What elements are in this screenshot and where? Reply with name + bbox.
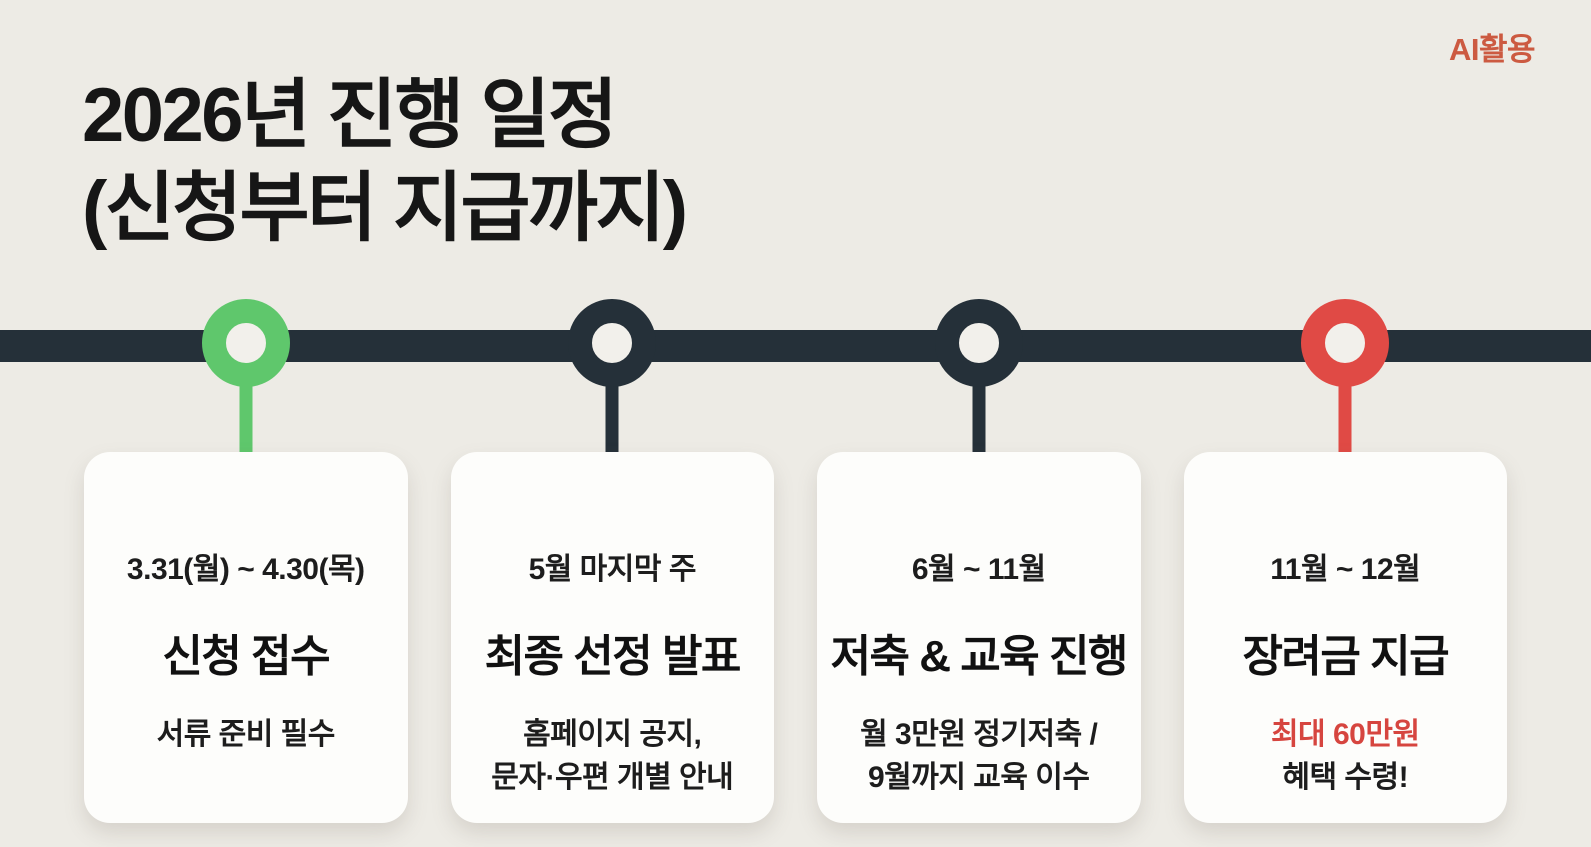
timeline-node-slot <box>817 280 1141 452</box>
timeline-node-announcement <box>568 280 657 452</box>
timeline-node-slot <box>451 280 775 452</box>
card-description: 홈페이지 공지, 문자·우편 개별 안내 <box>491 714 733 799</box>
card-description: 서류 준비 필수 <box>156 714 336 757</box>
card-title: 저축 & 교육 진행 <box>830 632 1129 681</box>
timeline-cards: 3.31(월) ~ 4.30(목) 신청 접수 서류 준비 필수 5월 마지막 … <box>0 452 1591 823</box>
node-ring-icon <box>934 299 1023 387</box>
description-line: 9월까지 교육 이수 <box>867 760 1090 794</box>
timeline-nodes-row <box>0 280 1591 452</box>
page-title-line1: 2026년 진행 일정 <box>82 73 618 158</box>
description-line: 홈페이지 공지, <box>523 718 702 751</box>
node-ring-icon <box>201 299 290 387</box>
timeline-node-application <box>201 280 290 452</box>
card-date: 3.31(월) ~ 4.30(목) <box>126 553 365 586</box>
card-date: 5월 마지막 주 <box>528 553 697 586</box>
page-title-line2: (신청부터 지급까지) <box>82 165 688 251</box>
timeline-node-slot <box>84 280 408 452</box>
card-description: 월 3만원 정기저축 / 9월까지 교육 이수 <box>860 714 1098 799</box>
card-title: 장려금 지급 <box>1242 632 1449 681</box>
timeline-node-savings <box>934 280 1023 452</box>
card-description: 최대 60만원 혜택 수령! <box>1271 714 1420 799</box>
description-line-emphasis: 최대 60만원 <box>1270 718 1420 751</box>
card-application: 3.31(월) ~ 4.30(목) 신청 접수 서류 준비 필수 <box>84 452 408 823</box>
node-ring-icon <box>568 299 657 387</box>
description-line: 월 3만원 정기저축 / <box>860 718 1098 751</box>
node-ring-icon <box>1301 299 1390 387</box>
timeline-node-payment <box>1301 280 1390 452</box>
timeline-node-slot <box>1184 280 1508 452</box>
ai-usage-badge: AI활용 <box>1448 32 1536 67</box>
description-line: 혜택 수령! <box>1282 760 1409 794</box>
card-savings: 6월 ~ 11월 저축 & 교육 진행 월 3만원 정기저축 / 9월까지 교육… <box>817 452 1141 823</box>
card-date: 11월 ~ 12월 <box>1270 553 1421 586</box>
description-line: 서류 준비 필수 <box>156 718 336 751</box>
card-date: 6월 ~ 11월 <box>911 553 1046 586</box>
card-title: 최종 선정 발표 <box>484 632 742 681</box>
card-title: 신청 접수 <box>162 632 330 681</box>
timeline <box>0 280 1591 452</box>
description-line: 문자·우편 개별 안내 <box>491 760 734 794</box>
card-payment: 11월 ~ 12월 장려금 지급 최대 60만원 혜택 수령! <box>1183 452 1507 823</box>
card-announcement: 5월 마지막 주 최종 선정 발표 홈페이지 공지, 문자·우편 개별 안내 <box>450 452 774 823</box>
page-title: 2026년 진행 일정 (신청부터 지급까지) <box>82 70 688 255</box>
